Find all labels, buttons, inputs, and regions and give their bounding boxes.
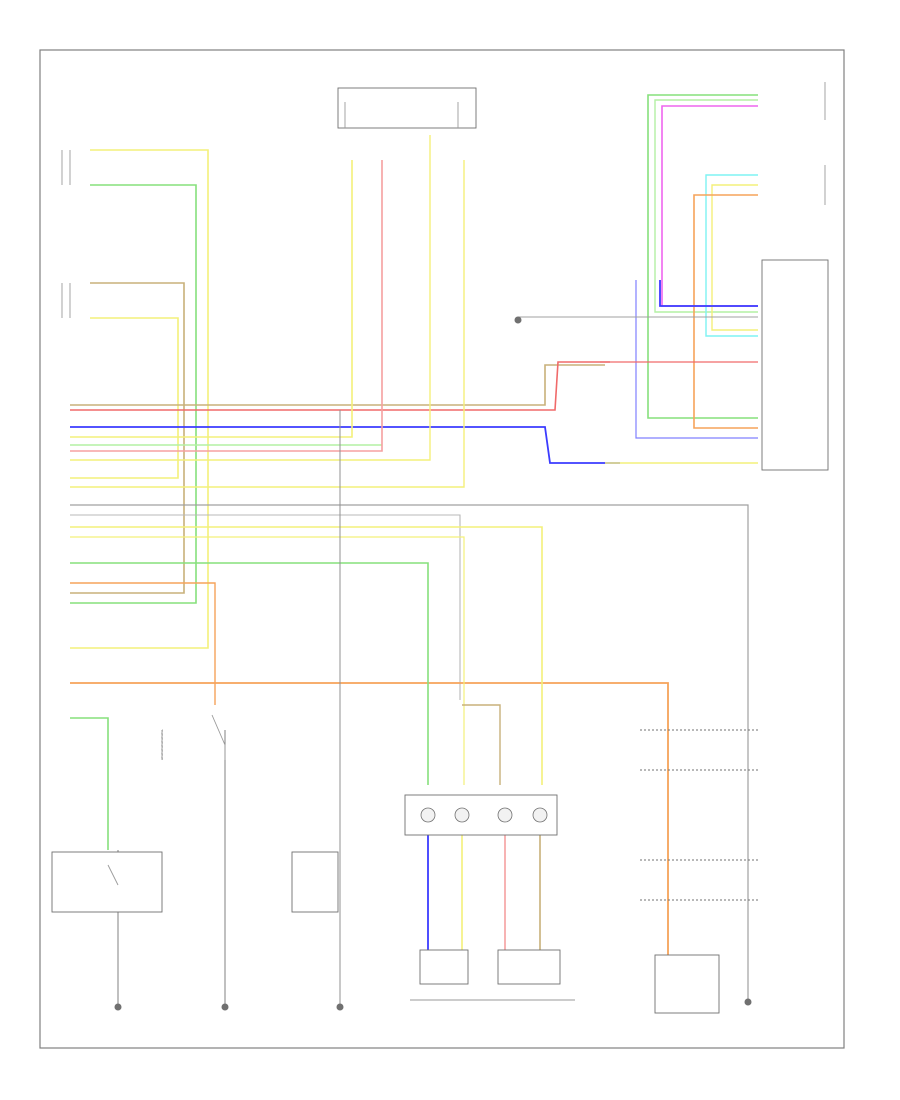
wire-yel-right: [711, 184, 758, 331]
diagram-border: [39, 49, 845, 1049]
srs-control-unit: [761, 259, 829, 471]
wire-yel-2: [70, 317, 179, 479]
wire-yel-bus-2: [70, 135, 431, 461]
wire-blue-bus: [70, 426, 620, 464]
wire-yel-bus-3: [70, 160, 465, 488]
srs-indicator-unit: [654, 954, 720, 1014]
curtain-airbag-connector: [404, 794, 558, 836]
wire-grn-3: [70, 717, 109, 850]
wire-tan-bus: [70, 364, 605, 406]
wire-pink-bus: [70, 160, 383, 452]
connector-left: [419, 949, 469, 985]
wire-orange-long: [70, 682, 669, 955]
wire-grn-1: [70, 184, 197, 604]
connector-pin-4: [532, 807, 548, 823]
wire-grn-2: [70, 562, 429, 785]
wire-orange-right: [693, 194, 758, 429]
ground-symbol-4: [744, 998, 752, 1006]
wire-gray-bus: [70, 504, 749, 1000]
wire-red-bus: [70, 361, 610, 411]
connector-pin-1: [420, 807, 436, 823]
wire-tan-top: [462, 704, 501, 785]
wire-yel-1: [70, 149, 209, 649]
wire-mag-right: [661, 105, 758, 307]
wire-blue-right: [659, 280, 758, 307]
wire-yel-4: [70, 526, 543, 785]
component-top-center: [337, 87, 477, 129]
wire-blue-lt-right: [635, 280, 758, 439]
ground-symbol-1: [114, 1003, 122, 1011]
ground-symbol-2: [221, 1003, 229, 1011]
ground-symbol-3: [336, 1003, 344, 1011]
wire-tan-1: [70, 282, 185, 594]
wire-yel-5: [70, 536, 465, 785]
connector-right: [497, 949, 561, 985]
wire-yel-bus: [70, 160, 353, 438]
passenger-occupant-sensor: [291, 851, 339, 913]
right-seat-belt-switch: [51, 851, 163, 913]
ground-symbol-5: [514, 316, 522, 324]
connector-pin-2: [454, 807, 470, 823]
wire-cyan-right: [705, 174, 758, 337]
wire-orange-2: [70, 582, 216, 705]
connector-pin-3: [497, 807, 513, 823]
wire-gray-2: [70, 514, 461, 700]
wire-grn-right: [647, 94, 758, 419]
